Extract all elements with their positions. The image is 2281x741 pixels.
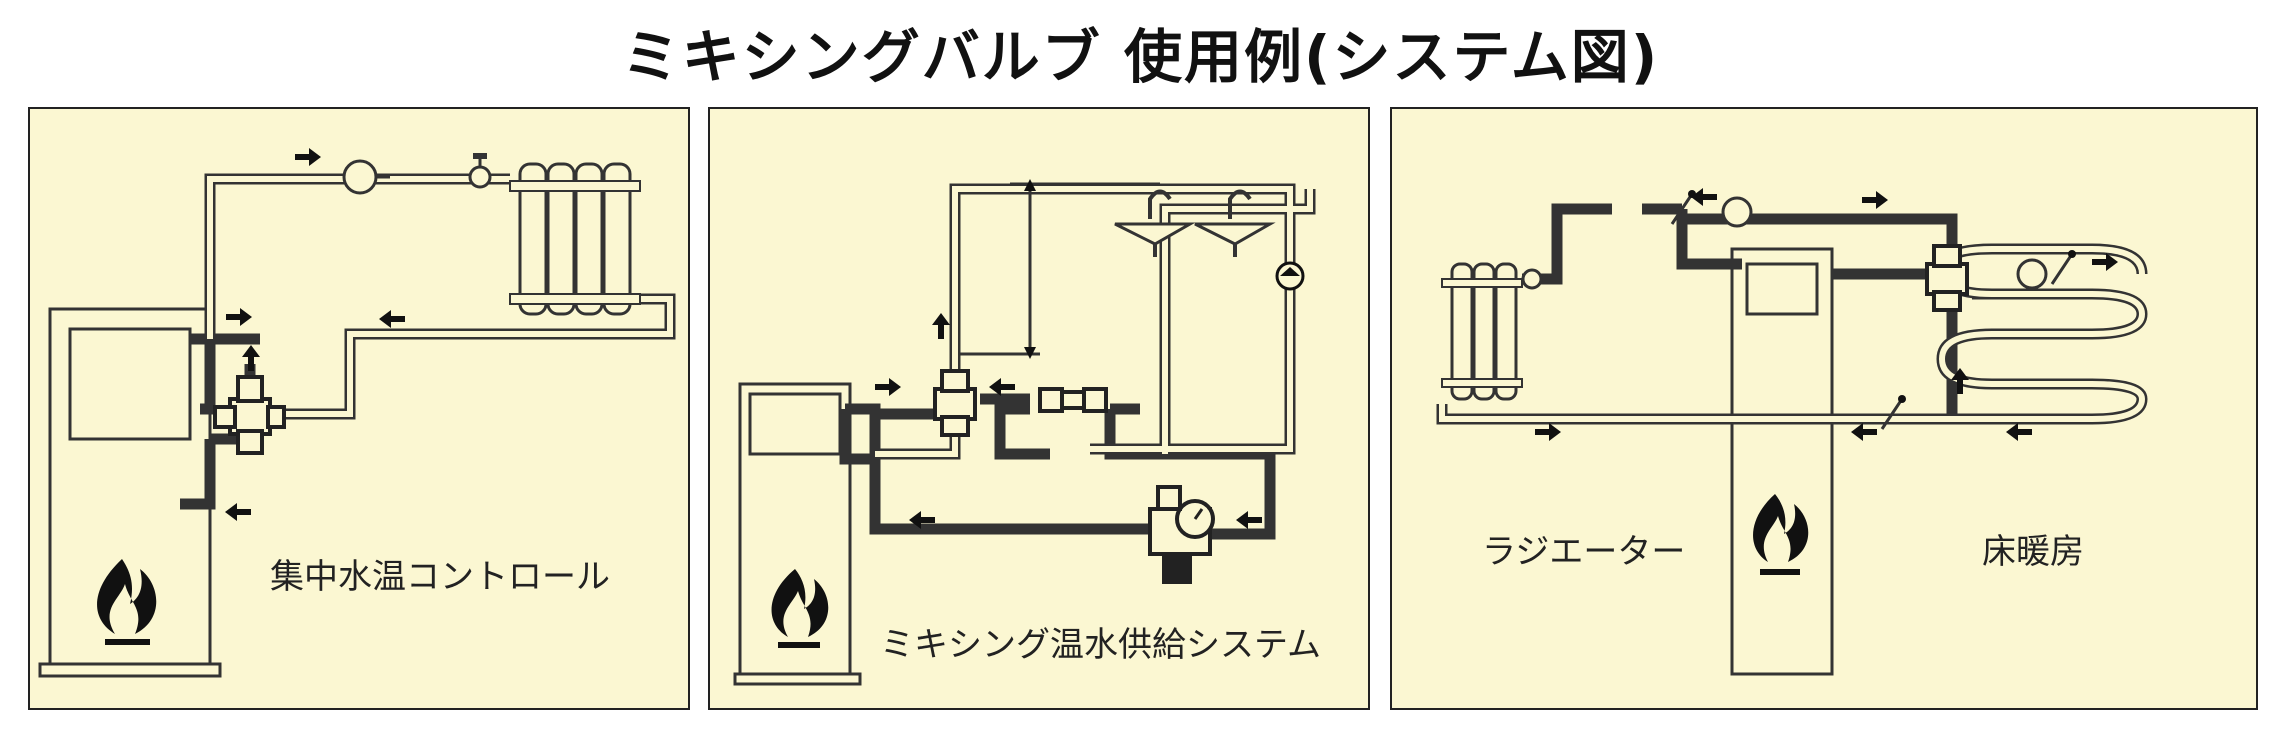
flow-arrow-icon <box>225 503 251 521</box>
boiler <box>1730 247 1834 676</box>
pipes <box>839 183 1316 540</box>
flow-arrow-icon <box>1851 423 1877 441</box>
flow-arrow-icon <box>932 313 950 339</box>
flow-arrow-icon <box>989 378 1015 396</box>
pump-icon <box>1721 196 1753 228</box>
flow-arrows <box>1535 188 2118 441</box>
flow-arrow-icon <box>2006 423 2032 441</box>
boiler <box>733 382 862 686</box>
flow-arrow-icon <box>242 345 260 371</box>
flame-icon <box>771 569 829 648</box>
mixing-valve-icon <box>213 375 286 455</box>
panel-3-caption-radiator: ラジエーター <box>1482 532 1686 572</box>
pressure-gauge-icon <box>1148 485 1215 584</box>
flow-arrow-icon <box>875 378 901 396</box>
page-title: ミキシングバルブ 使用例(システム図) <box>621 23 1660 91</box>
flow-arrow-icon <box>1951 368 1969 394</box>
faucet-icon <box>1194 189 1276 257</box>
flow-arrow-icon <box>379 310 405 328</box>
panel-1-diagram <box>38 148 676 678</box>
flow-arrow-icon <box>909 511 935 529</box>
panel-2-diagram <box>733 179 1316 686</box>
panel-3-diagram <box>1436 188 2148 676</box>
flow-arrows <box>225 148 405 521</box>
mixing-valve-icon <box>1925 244 1969 312</box>
flow-arrow-icon <box>1691 188 1717 206</box>
flow-arrow-icon <box>295 148 321 166</box>
radiator-icon <box>509 162 641 316</box>
check-valve-icon <box>1880 395 1906 430</box>
panel-2-caption: ミキシング温水供給システム <box>880 625 1321 665</box>
flame-icon <box>1753 494 1809 575</box>
pump-icon <box>1275 261 1305 291</box>
radiator-valve-icon <box>468 153 492 189</box>
flow-arrows <box>875 313 1262 529</box>
check-valve-icon <box>1038 387 1108 413</box>
pump-icon <box>342 159 390 195</box>
boiler <box>38 307 222 678</box>
flow-arrow-icon <box>1236 511 1262 529</box>
height-dimension <box>960 179 1160 359</box>
panel-1-caption: 集中水温コントロール <box>270 557 610 597</box>
radiator-icon <box>1441 262 1543 401</box>
flow-arrow-icon <box>226 308 252 326</box>
flow-arrow-icon <box>1535 423 1561 441</box>
flow-arrow-icon <box>2092 253 2118 271</box>
panel-radiator-floor-heating: ラジエーター 床暖房 <box>1390 107 2258 710</box>
check-valve-icon <box>2050 250 2076 285</box>
panel-mixing-hot-water-supply: ミキシング温水供給システム <box>708 107 1370 710</box>
mixing-valve-icon <box>933 369 977 437</box>
flow-arrow-icon <box>1862 191 1888 209</box>
faucet-icon <box>1114 189 1196 257</box>
flame-icon <box>97 559 157 645</box>
panel-3-caption-floor-heating: 床暖房 <box>1982 532 2084 572</box>
pump-icon <box>2016 258 2048 290</box>
panel-central-temp-control: 集中水温コントロール <box>28 107 690 710</box>
